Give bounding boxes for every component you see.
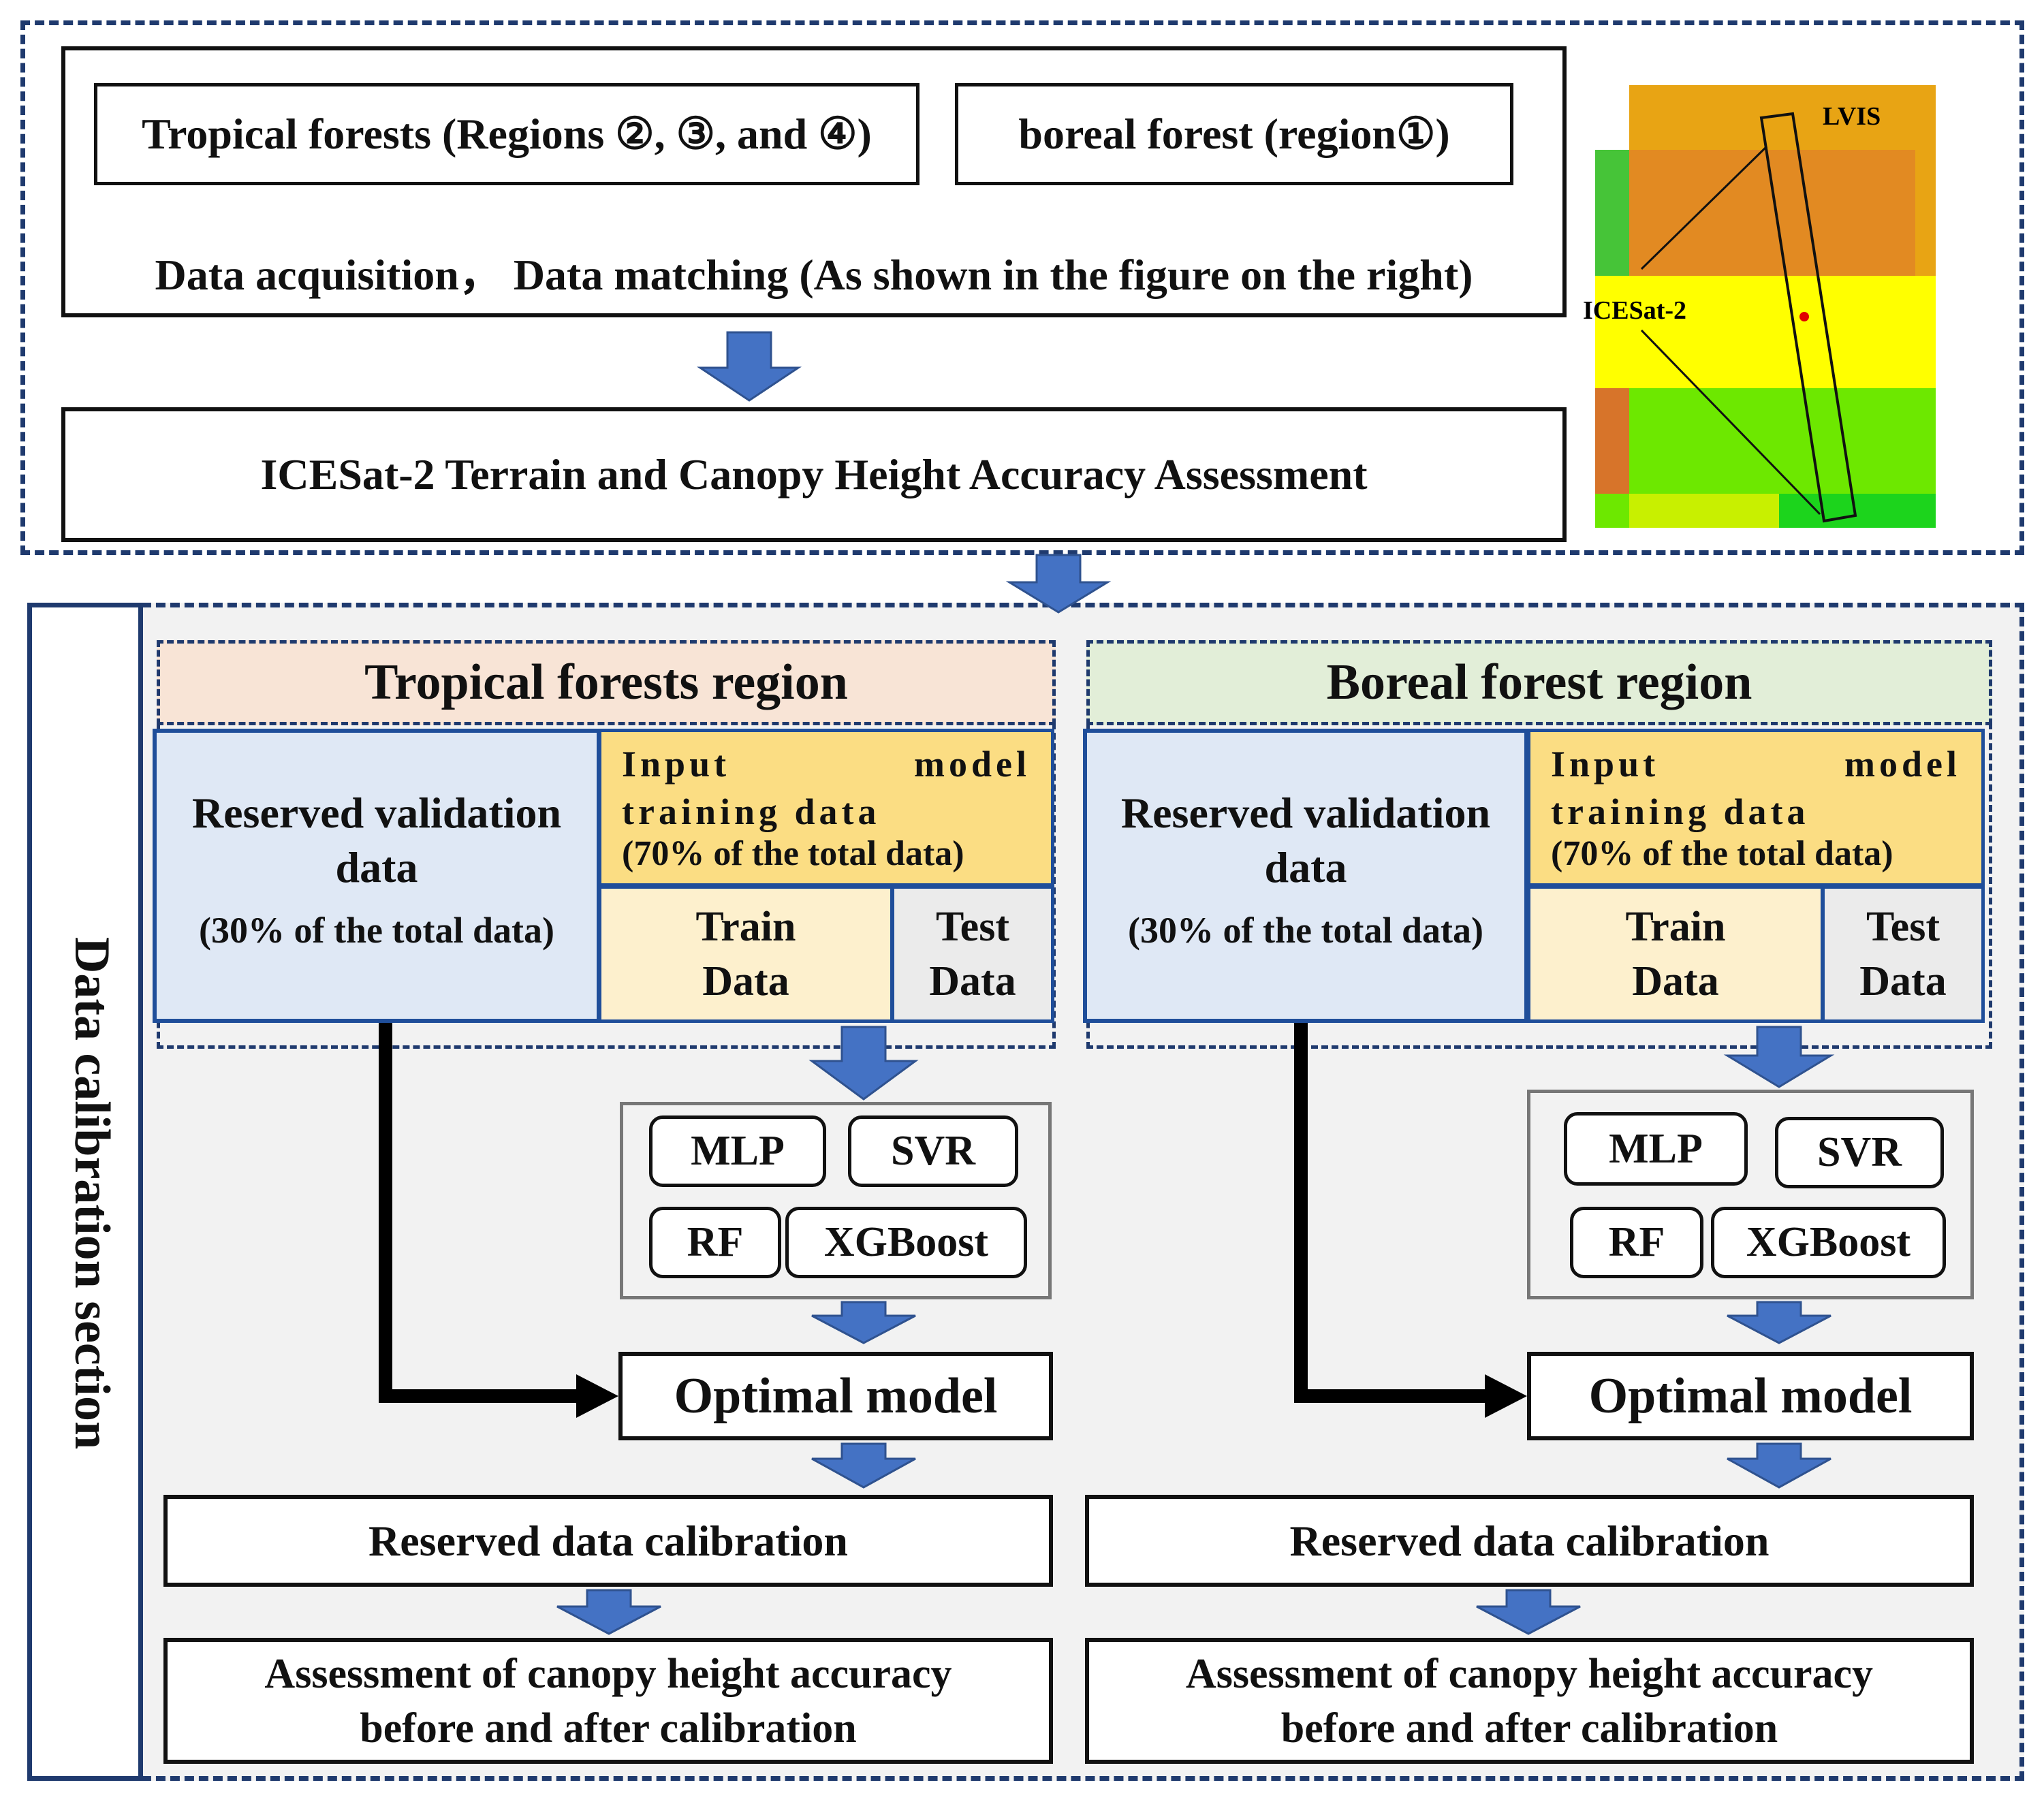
tropical-calibration: Reserved data calibration xyxy=(163,1495,1053,1587)
accuracy-assessment-box: ICESat-2 Terrain and Canopy Height Accur… xyxy=(61,407,1567,542)
arrow-boreal-calibration xyxy=(1727,1442,1831,1489)
tropical-calibration-label: Reserved data calibration xyxy=(368,1516,848,1565)
boreal-region-title: Boreal forest region xyxy=(1086,640,1992,725)
boreal-optimal-label: Optimal model xyxy=(1588,1367,1913,1424)
arrow-tropical-models xyxy=(808,1026,919,1101)
boreal-bypass-head xyxy=(1485,1374,1527,1418)
boreal-model-rf: RF xyxy=(1570,1207,1703,1278)
boreal-train-data: Train Data xyxy=(1527,885,1824,1023)
tropical-model-svr: SVR xyxy=(848,1115,1018,1187)
map-cell xyxy=(1595,150,1629,276)
tropical-optimal-label: Optimal model xyxy=(674,1367,998,1424)
side-label-bar xyxy=(27,603,143,1781)
callout-line xyxy=(1640,329,1821,516)
map-cell xyxy=(1629,85,1779,150)
tropical-reserved-data: Reserved validation data (30% of the tot… xyxy=(153,729,601,1023)
boreal-model-mlp: MLP xyxy=(1564,1112,1748,1186)
lvis-label: LVIS xyxy=(1823,102,1881,131)
accuracy-assessment-label: ICESat-2 Terrain and Canopy Height Accur… xyxy=(260,450,1368,499)
tropical-model-xgboost: XGBoost xyxy=(785,1207,1027,1278)
tropical-final-assessment-label: Assessment of canopy height accuracy bef… xyxy=(264,1650,952,1752)
boreal-model-xgboost: XGBoost xyxy=(1711,1207,1946,1278)
arrow-tropical-optimal xyxy=(811,1301,916,1344)
map-cell xyxy=(1629,388,1779,494)
boreal-calibration: Reserved data calibration xyxy=(1085,1495,1974,1587)
tropical-test-label: Test Data xyxy=(929,904,1016,1004)
lvis-swath xyxy=(1759,112,1857,523)
boreal-reserved-sub: (30% of the total data) xyxy=(1128,910,1483,951)
arrow-tropical-assessment xyxy=(556,1589,661,1635)
icesat-label: ICESat-2 xyxy=(1583,296,1686,325)
tropical-reserved-sub: (30% of the total data) xyxy=(199,910,554,951)
boreal-input-sub: (70% of the total data) xyxy=(1551,834,1893,873)
tropical-optimal-model: Optimal model xyxy=(618,1352,1053,1440)
boreal-reserved-data: Reserved validation data (30% of the tot… xyxy=(1083,729,1528,1023)
arrow-boreal-models xyxy=(1723,1026,1835,1088)
boreal-input-data: Input model training data (70% of the to… xyxy=(1527,729,1985,887)
map-cell xyxy=(1915,150,1936,276)
tropical-input-data: Input model training data (70% of the to… xyxy=(598,729,1054,887)
map-grid xyxy=(1595,85,1936,528)
tropical-reserved-title: Reserved validation data xyxy=(191,788,562,891)
tropical-test-data: Test Data xyxy=(891,885,1054,1023)
tropical-model-mlp: MLP xyxy=(649,1115,826,1187)
boreal-test-label: Test Data xyxy=(1859,904,1947,1004)
boreal-input-title: Input model training data xyxy=(1551,744,1961,832)
map-cell xyxy=(1629,494,1779,528)
map-cell xyxy=(1595,276,1629,388)
lvis-icesat-map: LVIS ICESat-2 xyxy=(1583,85,1936,528)
tropical-forests-label: Tropical forests (Regions ②, ③, and ④) xyxy=(142,110,872,158)
boreal-optimal-model: Optimal model xyxy=(1527,1352,1974,1440)
arrow-top-1 xyxy=(697,331,802,402)
map-cell xyxy=(1779,85,1915,150)
data-acquisition-label: Data acquisition， Data matching (As show… xyxy=(155,250,1473,299)
boreal-model-svr: SVR xyxy=(1775,1117,1944,1188)
boreal-bypass-line xyxy=(1294,1023,1486,1403)
map-cell xyxy=(1779,276,1936,388)
tropical-bypass-head xyxy=(576,1374,618,1418)
tropical-input-sub: (70% of the total data) xyxy=(622,834,964,873)
arrow-boreal-assessment xyxy=(1476,1589,1581,1635)
tropical-train-label: Train Data xyxy=(695,904,796,1004)
boreal-test-data: Test Data xyxy=(1821,885,1985,1023)
boreal-forest-label: boreal forest (region①) xyxy=(1018,110,1450,158)
boreal-final-assessment-label: Assessment of canopy height accuracy bef… xyxy=(1185,1650,1874,1752)
map-cell xyxy=(1915,85,1936,150)
boreal-calibration-label: Reserved data calibration xyxy=(1289,1516,1770,1565)
icesat-footprint-dot xyxy=(1799,312,1809,321)
arrow-sections xyxy=(1005,554,1112,614)
map-cell xyxy=(1595,388,1629,494)
tropical-model-rf: RF xyxy=(649,1207,781,1278)
tropical-bypass-line xyxy=(379,1023,579,1403)
boreal-forest-label-box: boreal forest (region①) xyxy=(955,83,1513,185)
tropical-train-data: Train Data xyxy=(598,885,894,1023)
arrow-tropical-calibration xyxy=(811,1442,916,1489)
boreal-final-assessment: Assessment of canopy height accuracy bef… xyxy=(1085,1638,1974,1764)
tropical-region-title: Tropical forests region xyxy=(157,640,1056,725)
arrow-boreal-optimal xyxy=(1727,1301,1831,1344)
tropical-input-title: Input model training data xyxy=(622,744,1031,832)
boreal-train-label: Train Data xyxy=(1625,904,1726,1004)
tropical-forests-label-box: Tropical forests (Regions ②, ③, and ④) xyxy=(94,83,919,185)
data-preparation-section xyxy=(20,20,2024,555)
map-cell xyxy=(1629,276,1779,388)
tropical-final-assessment: Assessment of canopy height accuracy bef… xyxy=(163,1638,1053,1764)
boreal-reserved-title: Reserved validation data xyxy=(1120,788,1491,891)
map-cell xyxy=(1595,494,1629,528)
map-cell xyxy=(1629,150,1779,276)
callout-line xyxy=(1640,145,1768,270)
